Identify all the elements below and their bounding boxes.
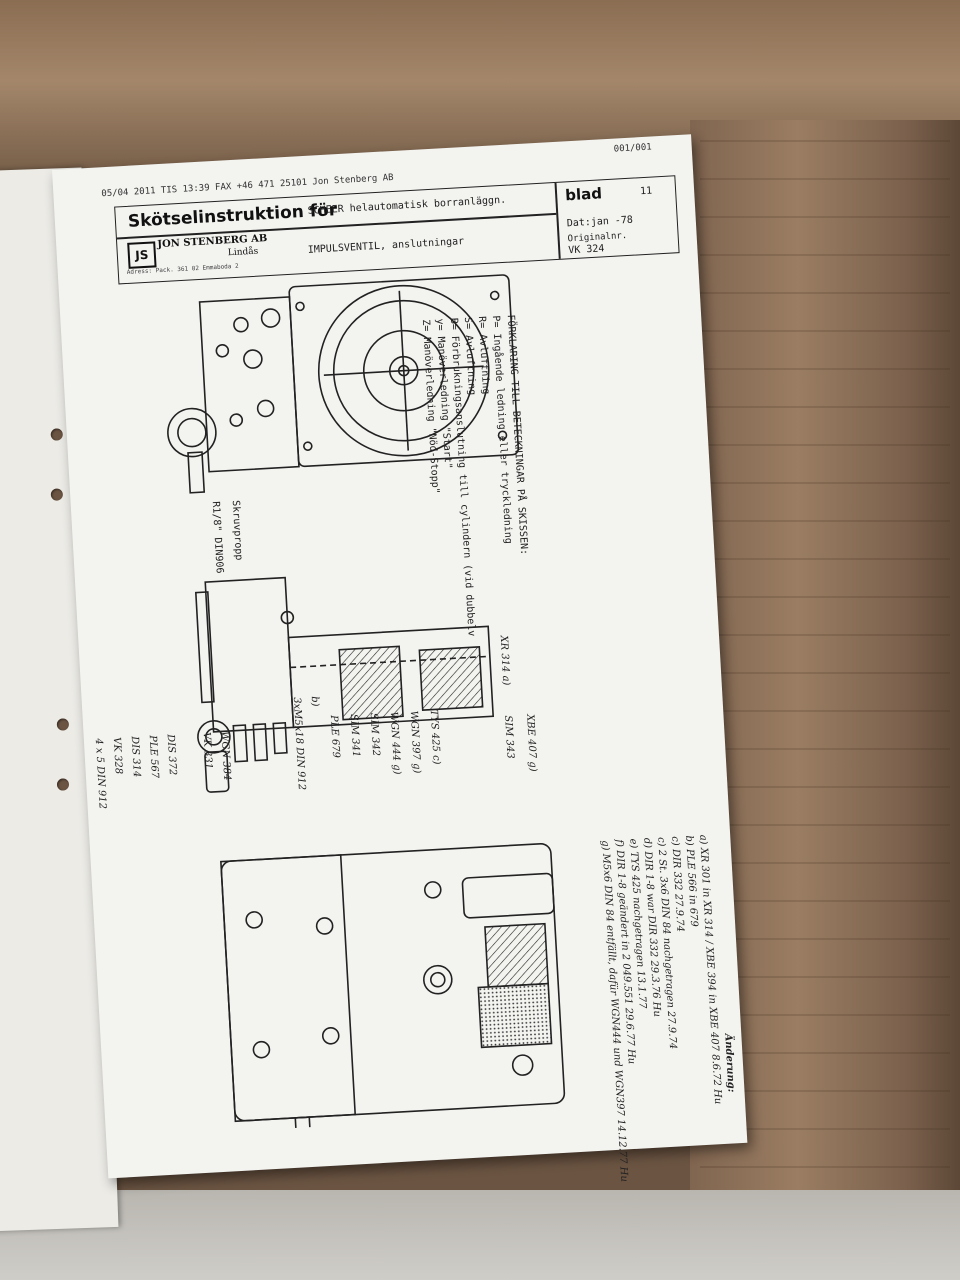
change-entry: a) XR 301 in XR 314 / XBE 394 in XBE 407…	[697, 834, 724, 1105]
fax-page-counter: 001/001	[613, 142, 652, 155]
floor	[0, 1190, 960, 1280]
part-label: PLE 567	[146, 734, 161, 779]
section-body	[287, 625, 495, 729]
date-field: Dat:jan -78	[566, 214, 634, 230]
punch-hole	[56, 718, 70, 731]
part-label: VK 331	[200, 731, 214, 770]
original-label: Originalnr.	[567, 231, 628, 245]
part-label: SIM 343	[502, 715, 516, 759]
punch-hole	[56, 778, 70, 791]
wood-grain	[700, 140, 950, 1180]
sheet-label: blad	[564, 184, 603, 205]
part-label: 4 x 5 DIN 912	[92, 737, 108, 810]
part-label: DIS 372	[164, 733, 178, 776]
part-label: SIM 342	[367, 712, 382, 757]
document-subject: IMPULSVENTIL, anslutningar	[307, 236, 465, 256]
fax-document: 05/04 2011 TIS 13:39 FAX +46 471 25101 J…	[52, 134, 748, 1182]
part-label: VK 328	[110, 736, 124, 775]
sheet-number: 11	[639, 185, 653, 198]
divider	[554, 182, 561, 259]
part-label: SIM 341	[347, 713, 362, 758]
diaphragm-outer	[317, 284, 490, 457]
company-logo: JS	[127, 241, 157, 269]
part-label: b)	[308, 695, 321, 707]
port-block	[198, 296, 300, 473]
change-label: Änderung:	[722, 1033, 737, 1093]
part-label: PLE 679	[327, 714, 342, 759]
technical-drawing	[167, 274, 566, 1137]
company-city: Lindås	[227, 246, 259, 259]
document-title-sub: SCHEER helautomatisk borranläggn.	[307, 194, 507, 217]
change-entry: b) PLE 566 in 679	[683, 835, 700, 928]
punch-hole	[50, 428, 63, 441]
part-label: DIS 314	[128, 735, 143, 778]
original-number: VK 324	[568, 243, 605, 257]
side-bracket	[204, 576, 295, 733]
punch-hole	[50, 488, 64, 501]
